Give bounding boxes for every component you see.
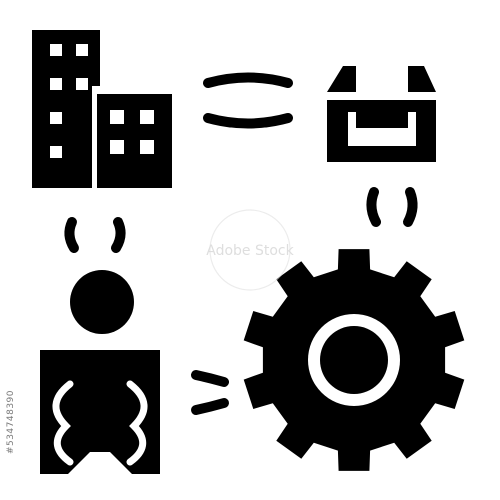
equals-icon <box>203 72 293 129</box>
watermark-text: Adobe Stock <box>206 243 294 259</box>
box-store-icon <box>327 66 436 162</box>
equals-icon <box>191 370 229 415</box>
equals-icon <box>366 187 418 227</box>
stock-id-label: #534748390 <box>6 390 16 455</box>
buildings-icon <box>32 30 172 188</box>
equals-icon <box>64 217 126 253</box>
person-icon <box>40 270 160 474</box>
watermark <box>209 209 291 291</box>
gear-icon <box>243 249 465 471</box>
